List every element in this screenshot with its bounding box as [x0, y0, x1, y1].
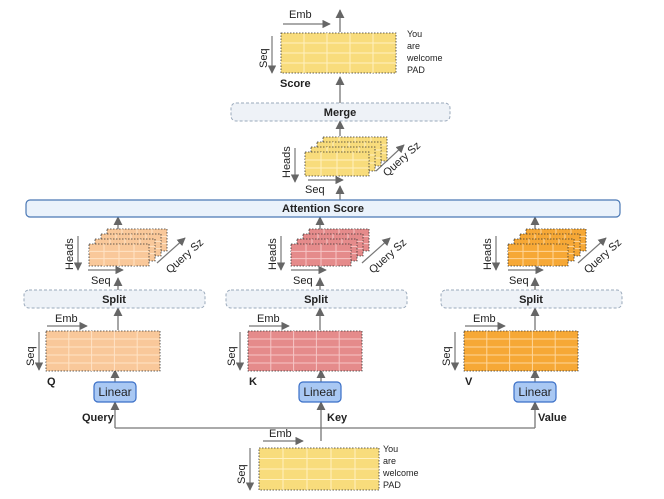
connectors	[110, 9, 540, 441]
attention-score-label: Attention Score	[282, 203, 364, 215]
input-token-list: You are welcome PAD	[382, 444, 419, 490]
k-heads-label: Heads	[267, 238, 279, 270]
input-emb-label: Emb	[269, 428, 292, 440]
linear-box-k	[298, 381, 342, 403]
q-matrix	[45, 330, 161, 372]
key-input-label: Key	[327, 412, 348, 424]
merge-box	[230, 102, 451, 122]
k-querysz-arrow	[361, 237, 391, 264]
score-token-0: You	[407, 29, 422, 39]
v-seq-label: Seq	[509, 275, 529, 287]
v-querysz-arrow	[577, 237, 607, 264]
merged-querysz-arrow	[375, 144, 405, 172]
k-querysz-label: Query Sz	[367, 237, 409, 277]
score-grid	[280, 32, 397, 74]
processing-boxes	[23, 102, 623, 403]
q-querysz-label: Query Sz	[164, 237, 206, 277]
axis-arrows	[34, 19, 607, 491]
k-seq-label: Seq	[293, 275, 313, 287]
linear-label-v: Linear	[518, 385, 551, 399]
k-matrix	[247, 330, 363, 372]
linear-box-q	[93, 381, 137, 403]
split-box-k	[225, 289, 408, 309]
v-emb-label: Emb	[473, 313, 496, 325]
v-heads-label: Heads	[482, 238, 494, 270]
k-label: K	[249, 376, 257, 388]
input-token-1: are	[383, 456, 396, 466]
q-seq-label: Seq	[91, 275, 111, 287]
merged-stack-layer-0	[304, 151, 370, 177]
score-token-3: PAD	[407, 65, 425, 75]
score-seq-label: Seq	[258, 48, 270, 68]
split-box-q	[23, 289, 206, 309]
v-label: V	[465, 376, 473, 388]
score-token-1: are	[407, 41, 420, 51]
v-seq-label-matrix: Seq	[441, 346, 453, 366]
k-emb-label: Emb	[257, 313, 280, 325]
merge-label: Merge	[324, 107, 356, 119]
tensor-grids	[45, 32, 587, 491]
linear-label-q: Linear	[98, 385, 131, 399]
q-heads-label: Heads	[64, 238, 76, 270]
query-input-label: Query	[82, 412, 115, 424]
split-label-q: Split	[102, 294, 126, 306]
v-stack-layer-0	[507, 243, 569, 267]
k-seq-label-matrix: Seq	[226, 346, 238, 366]
v-querysz-label: Query Sz	[582, 237, 624, 277]
q-label: Q	[47, 376, 56, 388]
v-matrix	[463, 330, 579, 372]
q-querysz-arrow	[156, 237, 186, 264]
input-token-0: You	[383, 444, 398, 454]
k-stack-layer-0	[290, 243, 352, 267]
value-input-label: Value	[538, 412, 567, 424]
merged-heads-label: Heads	[281, 146, 293, 178]
score-token-list: You are welcome PAD	[406, 29, 443, 75]
input-token-3: PAD	[383, 480, 401, 490]
split-box-v	[440, 289, 623, 309]
score-token-2: welcome	[406, 53, 443, 63]
input-seq-label: Seq	[236, 464, 248, 484]
input-grid	[258, 447, 380, 491]
linear-label-k: Linear	[303, 385, 336, 399]
score-emb-label: Emb	[289, 9, 312, 21]
merged-seq-label: Seq	[305, 184, 325, 196]
q-emb-label: Emb	[55, 313, 78, 325]
split-label-v: Split	[519, 294, 543, 306]
attention-score-box	[25, 199, 621, 218]
q-seq-label-matrix: Seq	[25, 346, 37, 366]
score-label: Score	[280, 78, 311, 90]
input-token-2: welcome	[382, 468, 419, 478]
q-stack-layer-0	[88, 243, 150, 267]
split-label-k: Split	[304, 294, 328, 306]
linear-box-v	[513, 381, 557, 403]
